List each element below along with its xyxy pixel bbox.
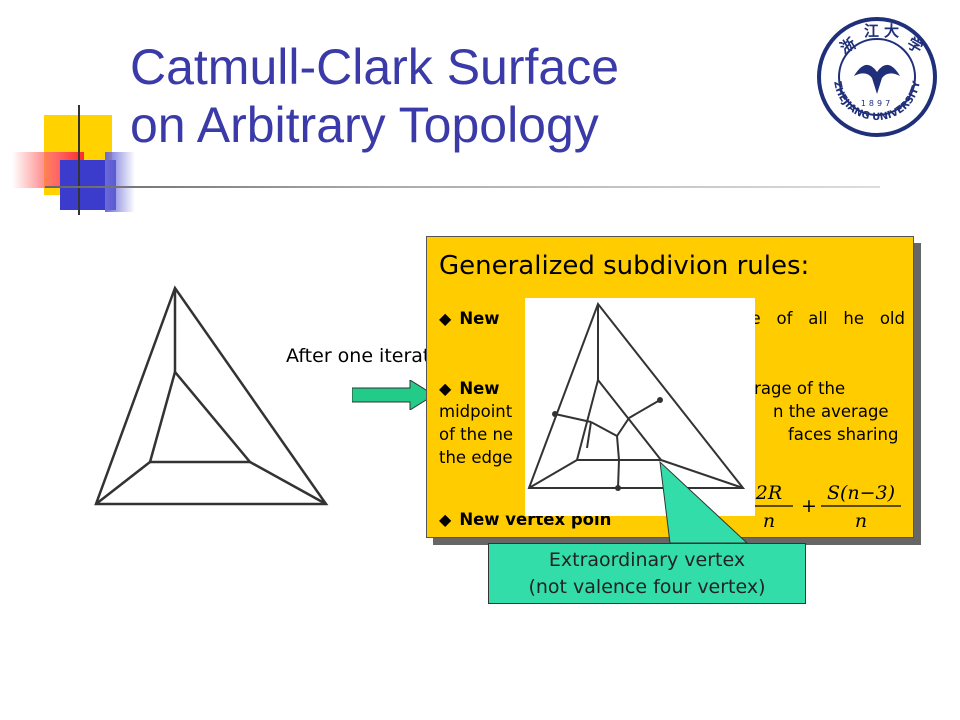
edge-point-text-d: of the ne	[439, 425, 514, 444]
original-mesh-diagram	[94, 285, 329, 506]
diamond-bullet-icon: ◆	[439, 510, 452, 529]
edge-point-text-b: midpoint	[439, 402, 513, 421]
formula-denominator-1: n	[763, 510, 775, 532]
decorative-blue-fade	[105, 152, 135, 212]
eagle-icon	[854, 64, 900, 94]
iteration-caption: After one iteration	[286, 345, 460, 367]
slide-title: Catmull-Clark Surface on Arbitrary Topol…	[130, 38, 780, 154]
seal-year: 1897	[861, 99, 893, 108]
seal-char-2: 江	[864, 22, 879, 40]
edge-point-text-f: the edge	[439, 448, 513, 467]
title-line-2: on Arbitrary Topology	[130, 97, 599, 153]
callout-line-1: Extraordinary vertex	[548, 549, 746, 571]
formula-numerator-1: 2R	[755, 482, 782, 504]
face-point-label: New	[459, 309, 500, 328]
university-seal-logo: 浙 江 大 学 1897 ZHEJIANG UNIVERSITY	[817, 17, 937, 137]
seal-char-1: 浙	[837, 34, 859, 57]
seal-char-3: 大	[884, 22, 899, 40]
right-arrow-icon	[352, 380, 434, 410]
edge-point-label: New	[459, 379, 500, 398]
title-line-1: Catmull-Clark Surface	[130, 39, 620, 95]
formula-plus-2: +	[801, 495, 817, 517]
callout-pointer	[659, 460, 749, 544]
edge-point-text-c: n the average	[773, 402, 889, 421]
subdivided-mesh-panel	[525, 298, 755, 516]
formula-denominator-2: n	[855, 510, 867, 532]
title-underline	[45, 186, 880, 188]
rules-heading: Generalized subdivion rules:	[439, 251, 810, 281]
edge-point-text-a: erage of the	[744, 379, 846, 398]
subdivided-mesh-diagram	[527, 301, 746, 491]
diamond-bullet-icon: ◆	[439, 309, 452, 328]
decorative-vertical-line	[78, 105, 80, 215]
diamond-bullet-icon: ◆	[439, 379, 452, 398]
edge-point-rule: ◆ New erage of the midpoint n the average…	[439, 377, 905, 467]
edge-point-text-e: faces sharing	[788, 425, 899, 444]
extraordinary-vertex-callout: Extraordinary vertex (not valence four v…	[488, 543, 806, 604]
callout-line-2: (not valence four vertex)	[528, 576, 766, 598]
vertex-formula: + 2R n + S(n−3) n	[721, 482, 901, 532]
formula-numerator-2: S(n−3)	[827, 482, 895, 504]
